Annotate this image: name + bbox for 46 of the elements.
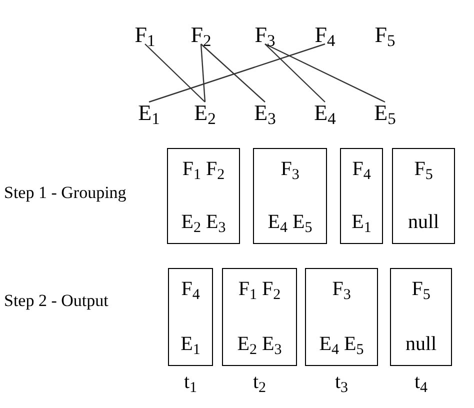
time-label: t$_{3}$ [334, 372, 350, 392]
element-text: F$_{5}$ [412, 277, 430, 302]
element-text: F$_{1}$ F$_{2}$ [238, 277, 281, 302]
step-label: Step 1 - Grouping [4, 182, 126, 204]
time-label: t$_{2}$ [252, 372, 268, 392]
connector-line [264, 44, 326, 102]
time-label: t$_{1}$ [182, 372, 198, 392]
time-label: t$_{4}$ [413, 372, 429, 392]
connector-line [264, 43, 386, 103]
group-box [392, 148, 455, 244]
element-text: E$_{1}$ [352, 210, 372, 235]
group-box [168, 268, 213, 366]
group-box [305, 268, 378, 366]
connector-line [200, 44, 206, 102]
element-text: F$_{4}$ [181, 277, 200, 302]
set-element: E$_{2}$ [190, 100, 220, 126]
element-text: E$_{4}$ E$_{5}$ [268, 210, 312, 235]
set-element: F$_{4}$ [310, 22, 340, 48]
group-box [167, 148, 240, 244]
set-element: E$_{1}$ [134, 100, 164, 126]
element-text: F$_{3}$ [332, 277, 351, 302]
element-text: F$_{1}$ F$_{2}$ [182, 157, 225, 182]
element-text: F$_{3}$ [280, 157, 300, 182]
set-element: F$_{5}$ [370, 22, 400, 48]
element-text: null [405, 332, 437, 357]
step-label: Step 2 - Output [4, 290, 108, 312]
set-element: F$_{1}$ [130, 22, 160, 48]
element-text: E$_{2}$ E$_{3}$ [237, 332, 282, 357]
set-element: E$_{4}$ [310, 100, 340, 126]
element-text: E$_{1}$ [180, 332, 200, 357]
element-text: E$_{4}$ E$_{5}$ [319, 332, 364, 357]
connector-line [144, 44, 206, 102]
connector-line [200, 44, 266, 102]
connector-line [148, 43, 326, 103]
element-text: E$_{2}$ E$_{3}$ [181, 210, 226, 235]
set-element: F$_{2}$ [186, 22, 216, 48]
element-text: F$_{4}$ [352, 157, 371, 182]
set-element: F$_{3}$ [250, 22, 280, 48]
set-element: E$_{3}$ [250, 100, 280, 126]
element-text: null [408, 210, 440, 235]
set-element: E$_{5}$ [370, 100, 400, 126]
group-box [253, 148, 327, 244]
group-box [390, 268, 452, 366]
element-text: F$_{5}$ [414, 157, 433, 182]
group-box [340, 148, 383, 244]
group-box [222, 268, 297, 366]
